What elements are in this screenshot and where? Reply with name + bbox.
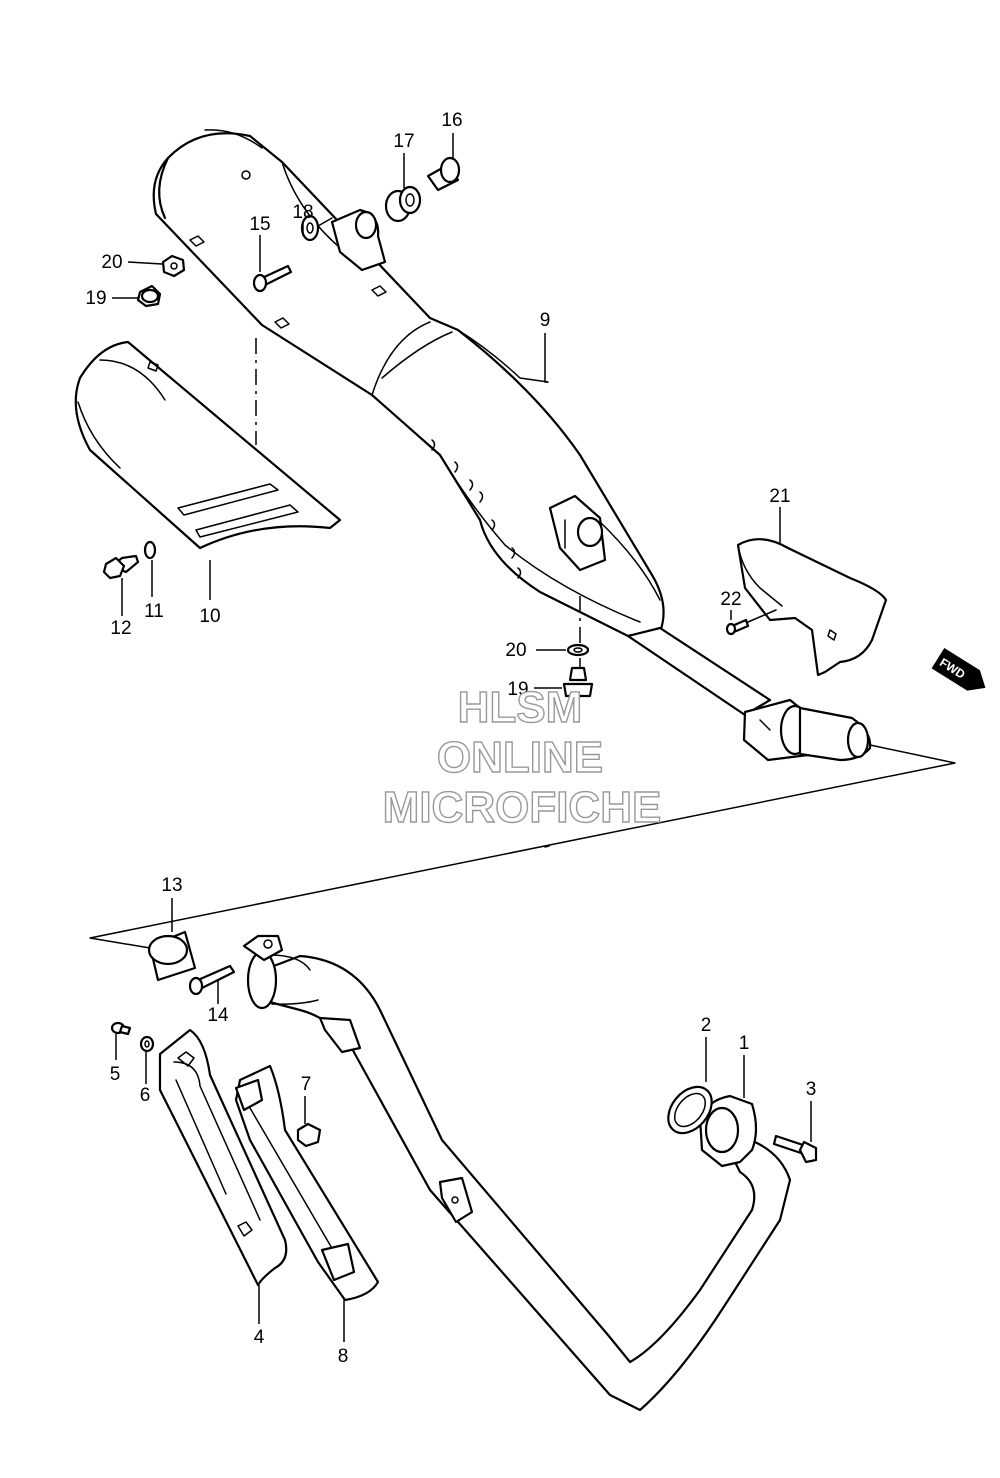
watermark-line-3: MICROFICHE (383, 783, 662, 832)
callout-21: 21 (769, 486, 790, 507)
cushion-part-17[interactable] (384, 185, 422, 223)
callout-15: 15 (249, 214, 270, 235)
callout-4: 4 (254, 1327, 265, 1348)
callout-13: 13 (161, 875, 182, 896)
callout-2: 2 (701, 1015, 712, 1036)
muffler-bracket-part-21[interactable] (736, 538, 888, 677)
connector-part-13[interactable] (147, 930, 197, 982)
callout-1: 1 (739, 1033, 750, 1054)
callout-8: 8 (338, 1346, 349, 1367)
callout-5: 5 (110, 1064, 121, 1085)
leader-lines (112, 133, 812, 1342)
bolt-part-15[interactable] (252, 264, 293, 293)
bolt-part-3[interactable] (772, 1134, 818, 1164)
screw-part-5[interactable] (110, 1021, 132, 1036)
exhaust-protector-part-4[interactable] (158, 1028, 288, 1287)
callout-10: 10 (199, 606, 220, 627)
forward-direction-badge: FWD (931, 648, 986, 691)
watermark: HLSM ONLINE MICROFICHE (382, 682, 662, 832)
callout-22: 22 (720, 589, 741, 610)
exhaust-pipe[interactable] (242, 934, 792, 1412)
nut-part-7[interactable] (296, 1122, 322, 1148)
bolt-part-14[interactable] (188, 964, 236, 996)
bolt-part-19-upper[interactable] (136, 284, 162, 308)
watermark-line-1: HLSM (458, 683, 583, 732)
callout-17: 17 (393, 131, 414, 152)
exhaust-protector-part-8[interactable] (234, 1064, 380, 1302)
washer-part-18[interactable] (300, 214, 333, 242)
muffler[interactable] (152, 129, 665, 640)
muffler-heat-shield[interactable] (74, 340, 342, 550)
callout-3: 3 (806, 1079, 817, 1100)
washer-part-11[interactable] (143, 540, 157, 560)
callout-14: 14 (207, 1005, 229, 1026)
gasket-part-2[interactable] (659, 1079, 720, 1142)
washer-part-6[interactable] (139, 1035, 155, 1053)
callout-9: 9 (540, 310, 551, 331)
callout-7: 7 (301, 1074, 312, 1095)
callout-19-lower: 19 (507, 679, 528, 700)
washer-part-20-lower[interactable] (566, 643, 590, 657)
bolt-part-12[interactable] (102, 554, 140, 580)
assembly-connection-line (89, 744, 956, 949)
callout-11: 11 (144, 601, 164, 622)
callout-18: 18 (292, 202, 313, 223)
nut-part-20-upper[interactable] (161, 254, 186, 278)
callout-numbers: 16 17 18 15 20 19 9 21 22 20 19 12 11 10… (85, 110, 816, 1367)
callout-16: 16 (441, 110, 462, 131)
forward-arrow-icon (931, 648, 986, 691)
collar-part-16[interactable] (426, 156, 461, 192)
screw-part-22[interactable] (725, 609, 777, 636)
muffler-outlet-pipe[interactable] (626, 626, 872, 762)
callout-19-upper: 19 (85, 288, 106, 309)
callout-6: 6 (140, 1085, 151, 1106)
callout-20-lower: 20 (505, 640, 526, 661)
watermark-line-2: ONLINE (437, 733, 603, 782)
callout-12: 12 (110, 618, 131, 639)
callout-20-upper: 20 (101, 252, 122, 273)
bolt-part-19-lower[interactable] (562, 666, 594, 698)
